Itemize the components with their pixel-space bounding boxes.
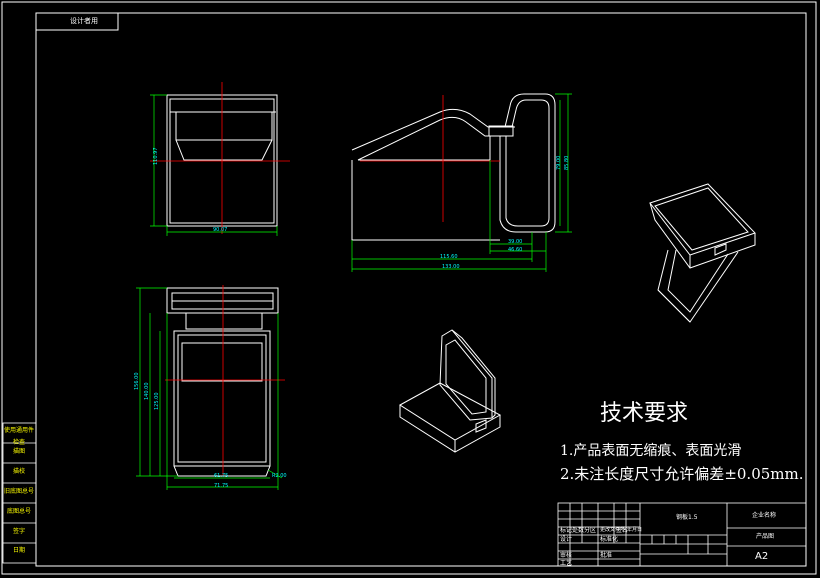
sheet-size: A2 — [755, 551, 769, 562]
side-label: 使用通用件检查 — [3, 427, 34, 446]
title-small-label: 审核 — [560, 552, 573, 559]
dim-bottom-r: R2.00 — [272, 473, 287, 479]
title-row-label: 分区 — [584, 527, 597, 534]
side-label: 描校 — [12, 468, 25, 475]
dim-bottom-width-2: 71.75 — [214, 483, 229, 489]
tech-req-title: 技术要求 — [600, 401, 689, 426]
dim-bottom-h-3: 125.00 — [154, 392, 160, 411]
bottom-view — [166, 287, 279, 477]
title-block — [557, 502, 807, 567]
dim-side-small-1: 39.00 — [508, 239, 523, 245]
bottom-view-centerlines — [165, 285, 285, 475]
title-small-label: 标准化 — [600, 536, 619, 543]
dim-side-right-2: 85.80 — [564, 155, 570, 170]
side-table — [2, 422, 37, 564]
dim-side-mid: 115.60 — [440, 254, 458, 260]
bottom-view-dims — [136, 287, 283, 490]
dim-bottom-h-2: 140.00 — [144, 382, 150, 401]
title-small-label: 批准 — [600, 552, 613, 559]
title-product: 产品图 — [756, 533, 775, 540]
tech-req-2: 2.未注长度尺寸允许偏差±0.05mm. — [560, 465, 804, 483]
dim-side-right-1: 79.00 — [556, 155, 562, 170]
dim-front-height: 110.97 — [153, 147, 159, 166]
side-label: 底图总号 — [6, 508, 31, 515]
title-small-label: 设计 — [560, 536, 573, 543]
dim-side-total: 133.00 — [442, 264, 460, 270]
iso-view-bottom — [399, 329, 502, 453]
side-label: 签字 — [12, 528, 25, 535]
side-view — [351, 93, 556, 241]
title-row-label: 更改文件号 — [600, 527, 626, 533]
side-label: 描图 — [12, 448, 25, 455]
inner-border — [35, 12, 807, 567]
dim-side-small-2: 46.60 — [508, 247, 523, 253]
dim-bottom-width-1: 61.75 — [214, 473, 229, 479]
title-small-label: 工艺 — [560, 560, 573, 567]
title-row-label: 年月日 — [627, 527, 643, 533]
title-material: 钢板1.5 — [676, 514, 698, 521]
front-view-dims — [150, 94, 278, 236]
tag-box — [35, 12, 119, 31]
title-row-label: 标记 — [560, 527, 573, 534]
iso-view-right — [649, 183, 756, 323]
tech-req-1: 1.产品表面无缩痕、表面光滑 — [560, 443, 742, 459]
tag-label: 设计者用 — [70, 17, 98, 25]
side-label: 旧底图总号 — [3, 488, 34, 495]
side-view-dims — [351, 93, 572, 272]
title-row-label: 签名 — [616, 527, 629, 534]
title-row-label: 处数 — [572, 527, 585, 534]
side-label: 日期 — [12, 547, 25, 554]
dim-bottom-h-1: 156.00 — [134, 372, 140, 391]
front-view-centerlines — [150, 82, 290, 234]
dim-front-width: 90.07 — [213, 227, 228, 233]
side-view-centerlines — [360, 95, 500, 222]
title-company: 企业名称 — [752, 512, 777, 519]
